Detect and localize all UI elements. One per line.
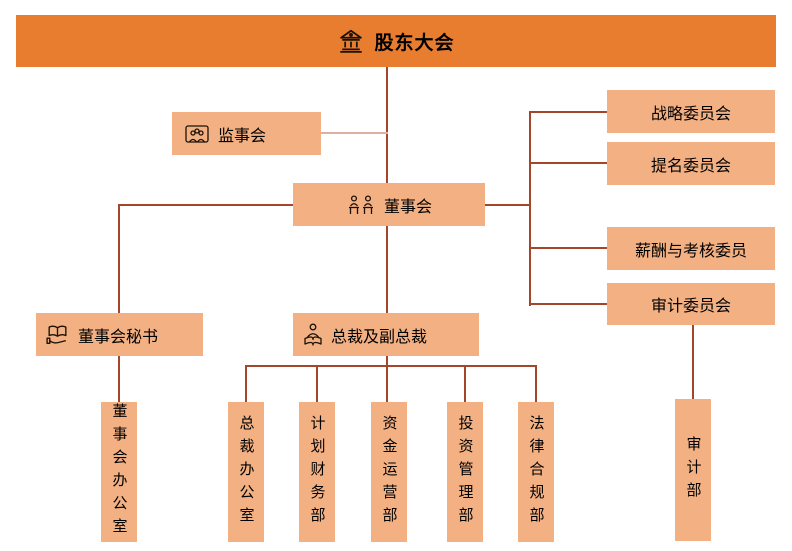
node-label: 薪酬与考核委员 xyxy=(634,240,747,260)
node-label: 董事会办公室 xyxy=(110,403,129,541)
connector-committee-rail xyxy=(529,111,531,306)
node-dept-audit[interactable]: 审计部 xyxy=(675,399,711,541)
connector-president-stem xyxy=(386,356,388,402)
node-shareholders-meeting[interactable]: 股东大会 xyxy=(16,15,776,67)
node-committee-strategy[interactable]: 战略委员会 xyxy=(607,90,775,133)
node-dept-board-office[interactable]: 董事会办公室 xyxy=(101,402,137,542)
connector-left-down-secretary xyxy=(118,204,120,313)
connector-board-to-president xyxy=(386,225,388,313)
node-label: 审计部 xyxy=(684,435,703,505)
node-label: 法律合规部 xyxy=(527,414,546,530)
node-label: 投资管理部 xyxy=(456,414,475,530)
node-label: 总裁及副总裁 xyxy=(331,326,428,346)
connector-root-to-board xyxy=(386,67,388,183)
node-label: 董事会 xyxy=(383,196,432,216)
node-supervisory-board[interactable]: 监事会 xyxy=(172,112,321,155)
node-label: 计划财务部 xyxy=(308,414,327,530)
node-president[interactable]: 总裁及副总裁 xyxy=(293,313,479,356)
node-label: 董事会秘书 xyxy=(78,326,159,346)
connector-audit-committee-to-dept xyxy=(692,325,694,399)
connector-drop-legal xyxy=(535,365,537,402)
node-label: 股东大会 xyxy=(374,31,455,54)
connector-drop-investment xyxy=(464,365,466,402)
connector-drop-president-office xyxy=(245,365,247,402)
connector-secretary-to-office xyxy=(118,356,120,402)
connector-branch-nomination xyxy=(529,162,607,164)
connector-departments-rail xyxy=(245,365,537,367)
node-board-secretary[interactable]: 董事会秘书 xyxy=(36,313,203,356)
connector-branch-audit-committee xyxy=(529,303,607,305)
node-label: 监事会 xyxy=(218,125,267,145)
connector-board-right xyxy=(485,204,530,206)
person-reading-icon xyxy=(304,323,322,346)
node-board-of-directors[interactable]: 董事会 xyxy=(293,183,485,226)
node-dept-capital-operations[interactable]: 资金运营部 xyxy=(371,402,407,542)
node-label: 审计委员会 xyxy=(650,296,731,315)
node-dept-legal-compliance[interactable]: 法律合规部 xyxy=(518,402,554,542)
node-label: 提名委员会 xyxy=(650,155,731,175)
node-dept-investment-management[interactable]: 投资管理部 xyxy=(447,402,483,542)
board-meeting-icon xyxy=(348,194,373,214)
connector-supervisory xyxy=(321,132,388,134)
node-committee-nomination[interactable]: 提名委员会 xyxy=(607,142,775,185)
connector-board-left xyxy=(118,204,293,206)
book-hand-icon xyxy=(46,325,67,345)
node-committee-audit[interactable]: 审计委员会 xyxy=(607,283,775,325)
node-committee-compensation[interactable]: 薪酬与考核委员 xyxy=(607,227,775,270)
node-dept-president-office[interactable]: 总裁办公室 xyxy=(228,402,264,542)
connector-branch-strategy xyxy=(529,111,607,113)
connector-branch-compensation xyxy=(529,247,607,249)
node-dept-planning-finance[interactable]: 计划财务部 xyxy=(299,402,335,542)
node-label: 战略委员会 xyxy=(650,103,731,123)
people-group-icon xyxy=(185,124,209,143)
node-label: 资金运营部 xyxy=(380,414,399,530)
connector-drop-planning-finance xyxy=(316,365,318,402)
node-label: 总裁办公室 xyxy=(237,414,256,530)
bank-icon xyxy=(340,29,363,53)
